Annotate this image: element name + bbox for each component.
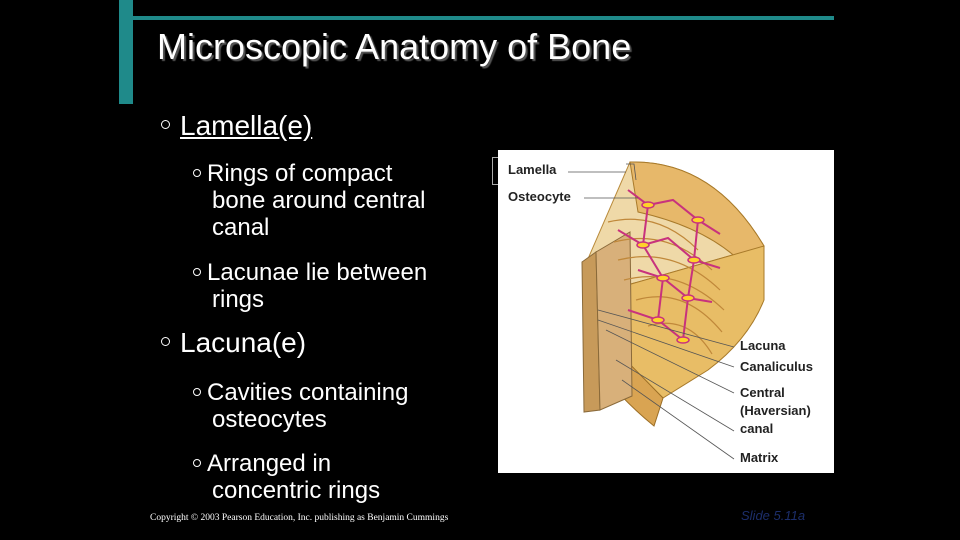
slide-title: Microscopic Anatomy of Bone	[157, 26, 632, 67]
label-central: Central	[740, 385, 785, 400]
bullet-dot	[193, 267, 201, 276]
label-osteocyte: Osteocyte	[508, 189, 571, 204]
sub-bullet-line: canal	[212, 214, 270, 241]
accent-bar-horizontal	[133, 16, 834, 20]
sub-bullet-line: Cavities containing	[207, 379, 409, 406]
sub-bullet-line: concentric rings	[212, 477, 381, 504]
sub-bullet-lacunae: Lacunae lie between rings	[193, 259, 427, 313]
bone-diagram: Lamella Osteocyte Lacuna Canaliculus Cen…	[498, 150, 834, 473]
label-lamella: Lamella	[508, 162, 557, 177]
bullet-dot	[161, 337, 170, 347]
sub-bullet-line: rings	[212, 286, 265, 313]
label-matrix: Matrix	[740, 450, 779, 465]
sub-bullet-arranged: Arranged in concentric rings	[193, 450, 380, 504]
bullet-lacuna: Lacuna(e)	[161, 327, 306, 359]
bullet-lamella: Lamella(e)	[161, 110, 312, 142]
accent-bar-vertical	[119, 0, 133, 104]
copyright-text: Copyright © 2003 Pearson Education, Inc.…	[150, 513, 449, 523]
sub-bullet-line: Lacunae lie between	[207, 259, 428, 286]
sub-bullet-line: Rings of compact	[207, 160, 393, 187]
label-haversian: (Haversian)	[740, 403, 811, 418]
bullet-dot	[193, 387, 201, 396]
label-canal: canal	[740, 421, 774, 436]
bullet-lacuna-label: Lacuna(e)	[180, 327, 307, 358]
bone-illustration	[568, 161, 765, 460]
sub-bullet-line: osteocytes	[212, 406, 327, 433]
sub-bullet-cavities: Cavities containing osteocytes	[193, 379, 408, 433]
sub-bullet-line: bone around central	[212, 187, 426, 214]
sub-bullet-rings: Rings of compact bone around central can…	[193, 160, 426, 241]
bullet-dot	[193, 168, 201, 177]
bullet-lamella-label: Lamella(e)	[180, 110, 313, 141]
bullet-dot	[193, 458, 201, 467]
slide-number: Slide 5.11a	[741, 508, 806, 523]
bullet-dot	[161, 120, 170, 130]
label-lacuna: Lacuna	[740, 338, 786, 353]
sub-bullet-line: Arranged in	[207, 450, 332, 477]
label-canaliculus: Canaliculus	[740, 359, 813, 374]
